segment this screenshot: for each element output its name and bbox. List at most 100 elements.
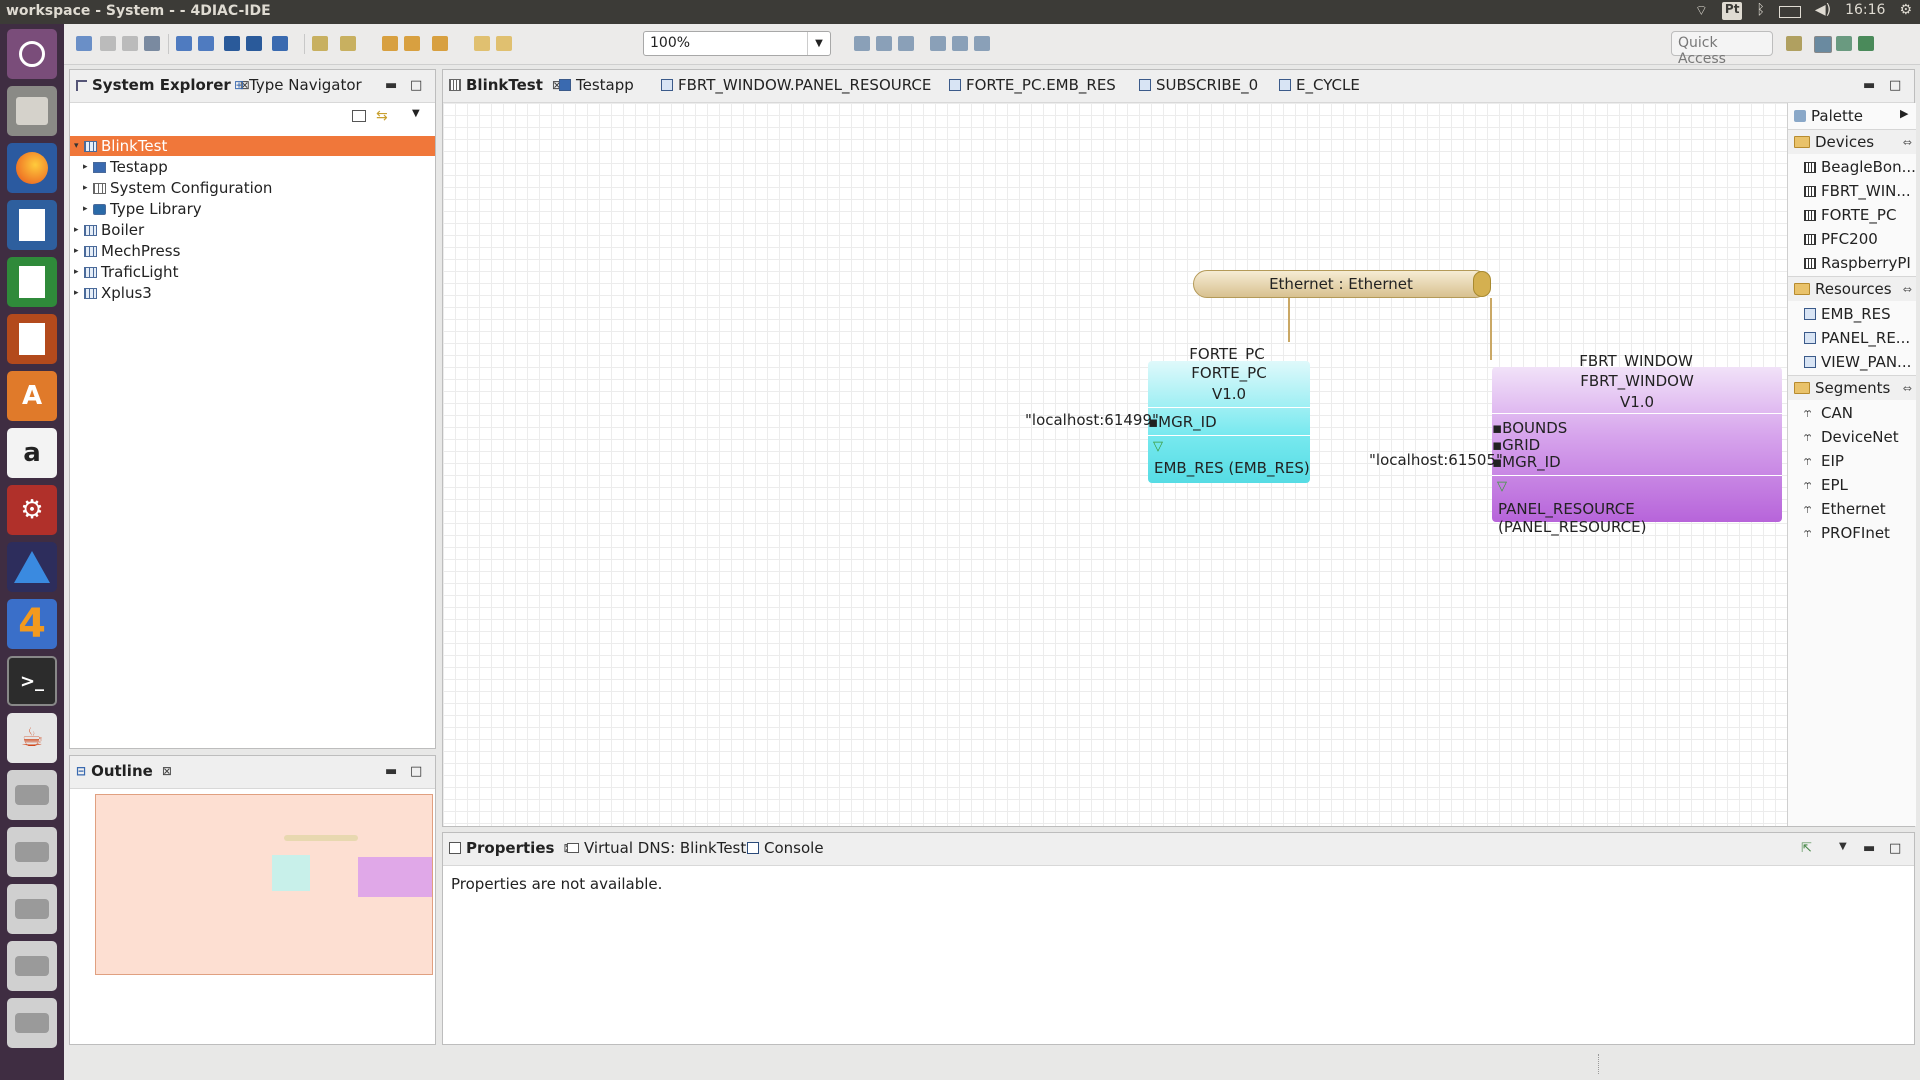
tab-system-explorer[interactable]: System Explorer ⊠ — [76, 76, 250, 94]
expand-arrow-icon[interactable]: ▸ — [83, 204, 88, 214]
tab-fbrt-window-panel-resource[interactable]: FBRT_WINDOW.PANEL_RESOURCE — [661, 76, 931, 94]
align-right-icon[interactable] — [898, 36, 914, 51]
parameter-mgr-id[interactable]: ▪MGR_ID — [1148, 413, 1217, 431]
align-middle-icon[interactable] — [952, 36, 968, 51]
tree-item-testapp[interactable]: ▸ Testapp — [70, 157, 435, 177]
palette-item[interactable]: FORTE_PC — [1804, 206, 1896, 224]
undo-icon[interactable] — [474, 36, 490, 51]
outline-thumbnail[interactable] — [95, 794, 433, 975]
palette-item[interactable]: BeagleBon... — [1804, 158, 1916, 176]
palette-item[interactable]: ⥾EIP — [1804, 452, 1844, 470]
tree-item-mechpress[interactable]: ▸ MechPress — [70, 241, 435, 261]
align-center-icon[interactable] — [876, 36, 892, 51]
expand-arrow-icon[interactable]: ▸ — [83, 162, 88, 172]
expand-arrow-icon[interactable]: ▸ — [74, 288, 79, 298]
firefox-icon[interactable] — [7, 143, 57, 193]
tab-e-cycle[interactable]: E_CYCLE — [1279, 76, 1360, 94]
minimize-icon[interactable]: ▬ — [385, 78, 398, 93]
tab-blinktest[interactable]: BlinkTest ⊠ — [449, 76, 562, 94]
align-bottom-icon[interactable] — [974, 36, 990, 51]
pin-view-icon[interactable]: ⇱ — [1801, 841, 1812, 856]
minimize-icon[interactable]: ▬ — [1863, 841, 1876, 856]
wifi-icon[interactable]: ⌔ — [1694, 3, 1708, 19]
impress-icon[interactable] — [7, 314, 57, 364]
palette-item[interactable]: ⥾Ethernet — [1804, 500, 1886, 518]
download-icon[interactable] — [246, 36, 262, 51]
drive-icon[interactable] — [7, 941, 57, 991]
software-center-icon[interactable]: A — [7, 371, 57, 421]
minimize-icon[interactable]: ▬ — [1863, 78, 1876, 93]
device-fbrt-window[interactable]: FBRT_WINDOW V1.0 ▪BOUNDS ▪GRID ▪MGR_ID ▽… — [1492, 367, 1782, 536]
minimize-icon[interactable]: ▬ — [385, 764, 398, 779]
files-icon[interactable] — [7, 86, 57, 136]
device-forte-pc[interactable]: FORTE_PC V1.0 ▪MGR_ID ▽ EMB_RES (EMB_RES… — [1148, 361, 1310, 483]
collapse-all-icon[interactable] — [352, 110, 366, 122]
palette-item[interactable]: PFC200 — [1804, 230, 1878, 248]
view-menu-icon[interactable]: ▼ — [412, 108, 420, 119]
expand-arrow-icon[interactable]: ▸ — [83, 183, 88, 193]
palette-item[interactable]: EMB_RES — [1804, 305, 1891, 323]
back-history-icon[interactable] — [404, 36, 420, 51]
prev-annotation-icon[interactable] — [340, 36, 356, 51]
tab-properties[interactable]: Properties ⊠ — [449, 839, 573, 857]
print-icon[interactable] — [144, 36, 160, 51]
palette-item[interactable]: ⥾PROFInet — [1804, 524, 1890, 542]
gear-icon[interactable]: ⚙ — [1899, 2, 1912, 18]
parameter-mgr-id[interactable]: ▪MGR_ID — [1492, 453, 1561, 471]
align-top-icon[interactable] — [930, 36, 946, 51]
tree-item-blinktest[interactable]: ▾ BlinkTest — [70, 136, 435, 156]
amazon-icon[interactable]: a — [7, 428, 57, 478]
maximize-icon[interactable]: □ — [1889, 841, 1902, 856]
cmake-icon[interactable] — [7, 542, 57, 592]
import-icon[interactable] — [198, 36, 214, 51]
tab-virtual-dns[interactable]: Virtual DNS: BlinkTest — [567, 839, 746, 857]
system-settings-icon[interactable]: ⚙ — [7, 485, 57, 535]
keyboard-layout[interactable]: Pt — [1721, 2, 1743, 20]
palette-section-resources[interactable]: Resources ⇔ — [1788, 276, 1916, 301]
save-icon[interactable] — [100, 36, 116, 51]
tree-item-traficlight[interactable]: ▸ TraficLight — [70, 262, 435, 282]
palette-item[interactable]: VIEW_PAN... — [1804, 353, 1911, 371]
open-perspective-icon[interactable] — [1786, 36, 1802, 51]
export-icon[interactable] — [176, 36, 192, 51]
link-with-editor-icon[interactable]: ⇆ — [376, 108, 388, 124]
tab-type-navigator[interactable]: ⊞ Type Navigator — [234, 76, 362, 94]
close-icon[interactable]: ⊠ — [239, 78, 250, 92]
palette-item[interactable]: ⥾EPL — [1804, 476, 1848, 494]
resource-panel-resource[interactable]: PANEL_RESOURCE (PANEL_RESOURCE) — [1498, 500, 1647, 536]
palette-section-devices[interactable]: Devices ⇔ — [1788, 129, 1916, 154]
maximize-icon[interactable]: □ — [410, 764, 423, 779]
zoom-combo[interactable]: 100% ▼ — [643, 31, 831, 56]
palette-section-segments[interactable]: Segments ⇔ — [1788, 375, 1916, 400]
tree-item-xplus3[interactable]: ▸ Xplus3 — [70, 283, 435, 303]
link-forte-pc[interactable] — [1288, 298, 1290, 342]
pin-icon[interactable]: ⇔ — [1902, 135, 1912, 149]
java-icon[interactable]: ☕ — [7, 713, 57, 763]
palette-item[interactable]: ⥾CAN — [1804, 404, 1853, 422]
drive-icon[interactable] — [7, 998, 57, 1048]
deployment-perspective-icon[interactable] — [1836, 36, 1852, 51]
view-menu-icon[interactable]: ▼ — [1839, 841, 1847, 852]
drive-icon[interactable] — [7, 770, 57, 820]
forward-icon[interactable] — [432, 36, 448, 51]
volume-icon[interactable]: ◀) — [1814, 2, 1832, 18]
close-icon[interactable]: ⊠ — [161, 764, 172, 778]
palette-item[interactable]: RaspberryPI — [1804, 254, 1911, 272]
pin-icon[interactable]: ⇔ — [1902, 381, 1912, 395]
segment-ethernet[interactable]: Ethernet : Ethernet — [1193, 270, 1489, 298]
system-perspective-icon[interactable] — [1814, 36, 1832, 53]
4diac-icon[interactable]: 4 — [7, 599, 57, 649]
tab-outline[interactable]: ⊟ Outline ⊠ — [76, 762, 172, 780]
tab-subscribe-0[interactable]: SUBSCRIBE_0 — [1139, 76, 1258, 94]
collapse-palette-icon[interactable]: ▶ — [1900, 107, 1909, 120]
system-configuration-canvas[interactable]: Ethernet : Ethernet FORTE_PC FORTE_PC V1… — [443, 103, 1787, 826]
drive-icon[interactable] — [7, 827, 57, 877]
parameter-grid[interactable]: ▪GRID — [1492, 436, 1541, 454]
expand-arrow-icon[interactable]: ▾ — [74, 141, 79, 151]
tree-item-boiler[interactable]: ▸ Boiler — [70, 220, 435, 240]
parameter-value[interactable]: "localhost:61505" — [1369, 451, 1503, 469]
chevron-down-icon[interactable]: ▼ — [807, 32, 830, 55]
ubuntu-dash-icon[interactable] — [7, 29, 57, 79]
debug-perspective-icon[interactable] — [1858, 36, 1874, 51]
search-icon[interactable] — [272, 36, 288, 51]
